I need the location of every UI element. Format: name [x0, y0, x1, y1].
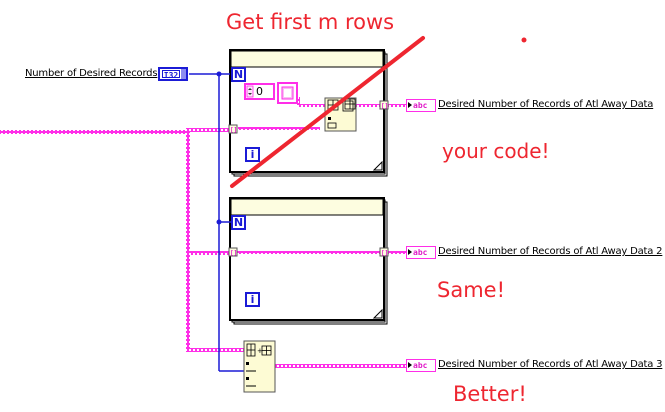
wire-loop2-through[interactable]: [236, 251, 406, 254]
abc-type-label: abc: [413, 101, 428, 110]
annotation-your-code: your code!: [442, 139, 550, 163]
wire-array-branch-1[interactable]: [186, 128, 230, 132]
arrow-glyph: +: [257, 347, 263, 355]
wire-numeric[interactable]: [189, 71, 245, 372]
numeric-constant-value[interactable]: 0: [256, 85, 263, 98]
for-loop-2[interactable]: [229, 197, 388, 325]
indicator-label-1: Desired Number of Records of Atl Away Da…: [438, 99, 654, 110]
tunnel-glyph: []: [381, 250, 388, 257]
wire-array-trunk[interactable]: [186, 128, 190, 352]
annotation-same: Same!: [437, 278, 505, 302]
index-icon: [246, 377, 249, 380]
string-indicator-terminal-3[interactable]: abc: [406, 359, 436, 372]
length-icon: [327, 122, 337, 129]
tunnel-glyph: []: [381, 103, 388, 110]
array-subset-node[interactable]: +: [243, 340, 276, 393]
numeric-constant[interactable]: [244, 83, 275, 100]
loop-header: [230, 50, 384, 68]
abc-type-label: abc: [413, 361, 428, 370]
tunnel-loop2-out[interactable]: [379, 247, 389, 257]
indicator-label-2: Desired Number of Records of Atl Away Da…: [438, 246, 663, 257]
loop1-iteration-terminal[interactable]: i: [245, 147, 260, 162]
empty-array-constant[interactable]: [277, 82, 298, 104]
wire-subset-output[interactable]: [275, 364, 406, 368]
wire-loop1-const-down: [297, 97, 300, 107]
abc-type-label: abc: [413, 248, 428, 257]
strikethrough-line: [230, 36, 425, 188]
loop2-iteration-terminal[interactable]: i: [245, 292, 260, 307]
i32-type-label: I32: [162, 70, 180, 80]
loop-corner-fold: [372, 160, 383, 171]
array-grid-icon: [246, 343, 272, 357]
control-label: Number of Desired Records: [25, 68, 158, 79]
i32-control-terminal[interactable]: I32: [158, 67, 188, 81]
terminal-arrow-icon: [408, 249, 412, 255]
red-dot: [521, 37, 527, 43]
index-icon: [246, 362, 249, 365]
wire-loop1-inner[interactable]: [238, 127, 320, 130]
terminal-arrow-icon: [408, 102, 412, 108]
indicator-label-3: Desired Number of Records of Atl Away Da…: [438, 359, 663, 370]
annotation-title: Get first m rows: [226, 10, 395, 34]
terminal-arrow-icon: [408, 362, 412, 368]
wire-array-branch-2[interactable]: [186, 251, 230, 255]
index-icon: [328, 117, 331, 120]
annotation-better: Better!: [453, 382, 527, 406]
wire-array-branch-3[interactable]: [186, 348, 244, 352]
terminal-arrow-icon: [181, 69, 186, 79]
tunnel-loop1-out[interactable]: [379, 100, 389, 110]
string-indicator-terminal-1[interactable]: abc: [406, 99, 436, 112]
spin-arrows-icon: [248, 88, 252, 95]
tunnel-glyph: []: [230, 127, 237, 134]
string-indicator-terminal-2[interactable]: abc: [406, 246, 436, 259]
increment-decrement-icon: [246, 85, 254, 98]
wire-array-input[interactable]: [0, 130, 190, 134]
wire-loop1-const-right: [297, 104, 325, 107]
tunnel-glyph: []: [230, 250, 237, 257]
tunnel-loop1-in[interactable]: [228, 124, 238, 134]
loop-corner-fold: [372, 308, 383, 319]
loop-header: [230, 198, 384, 216]
loop1-count-terminal[interactable]: N: [231, 67, 246, 82]
loop2-count-terminal[interactable]: N: [231, 215, 246, 230]
wire-junction: [216, 71, 222, 77]
wire-junction: [216, 219, 222, 225]
tunnel-loop2-in[interactable]: [228, 247, 238, 257]
